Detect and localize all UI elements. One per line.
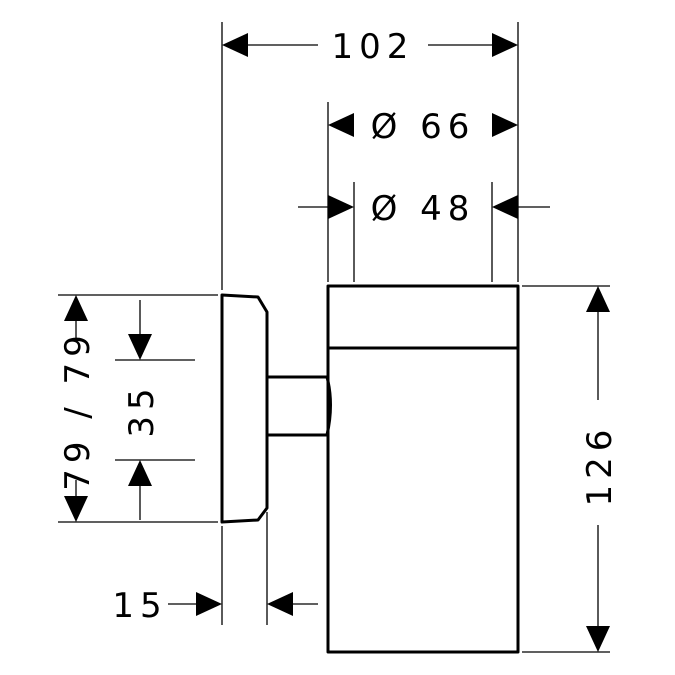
connecting-arm: [267, 375, 332, 437]
dimension-label-height: 126: [580, 424, 620, 507]
object-outline: [220, 284, 520, 654]
dimension-label-mount-offset: 35: [122, 382, 162, 437]
wall-plate: [220, 293, 269, 524]
dimension-label-overall-width: 102: [332, 27, 415, 67]
dimension-label-outer-diameter: Ø 66: [371, 107, 476, 147]
dimension-height: 126: [580, 286, 620, 652]
dimension-label-inner-diameter: Ø 48: [371, 189, 476, 229]
dimension-label-wall-plate-height: 79 / 79: [58, 329, 98, 491]
dimension-mount-offset: 35: [122, 300, 162, 520]
holder-body: [326, 284, 520, 654]
dimension-plate-thickness: 15: [112, 586, 318, 626]
dimension-label-plate-thickness: 15: [112, 586, 167, 626]
dimension-inner-diameter: Ø 48: [298, 189, 550, 229]
extension-lines: [58, 22, 610, 653]
dimension-wall-plate-height: 79 / 79: [58, 295, 98, 522]
dimension-outer-diameter: Ø 66: [328, 107, 518, 147]
dimension-overall-width: 102: [222, 27, 518, 67]
